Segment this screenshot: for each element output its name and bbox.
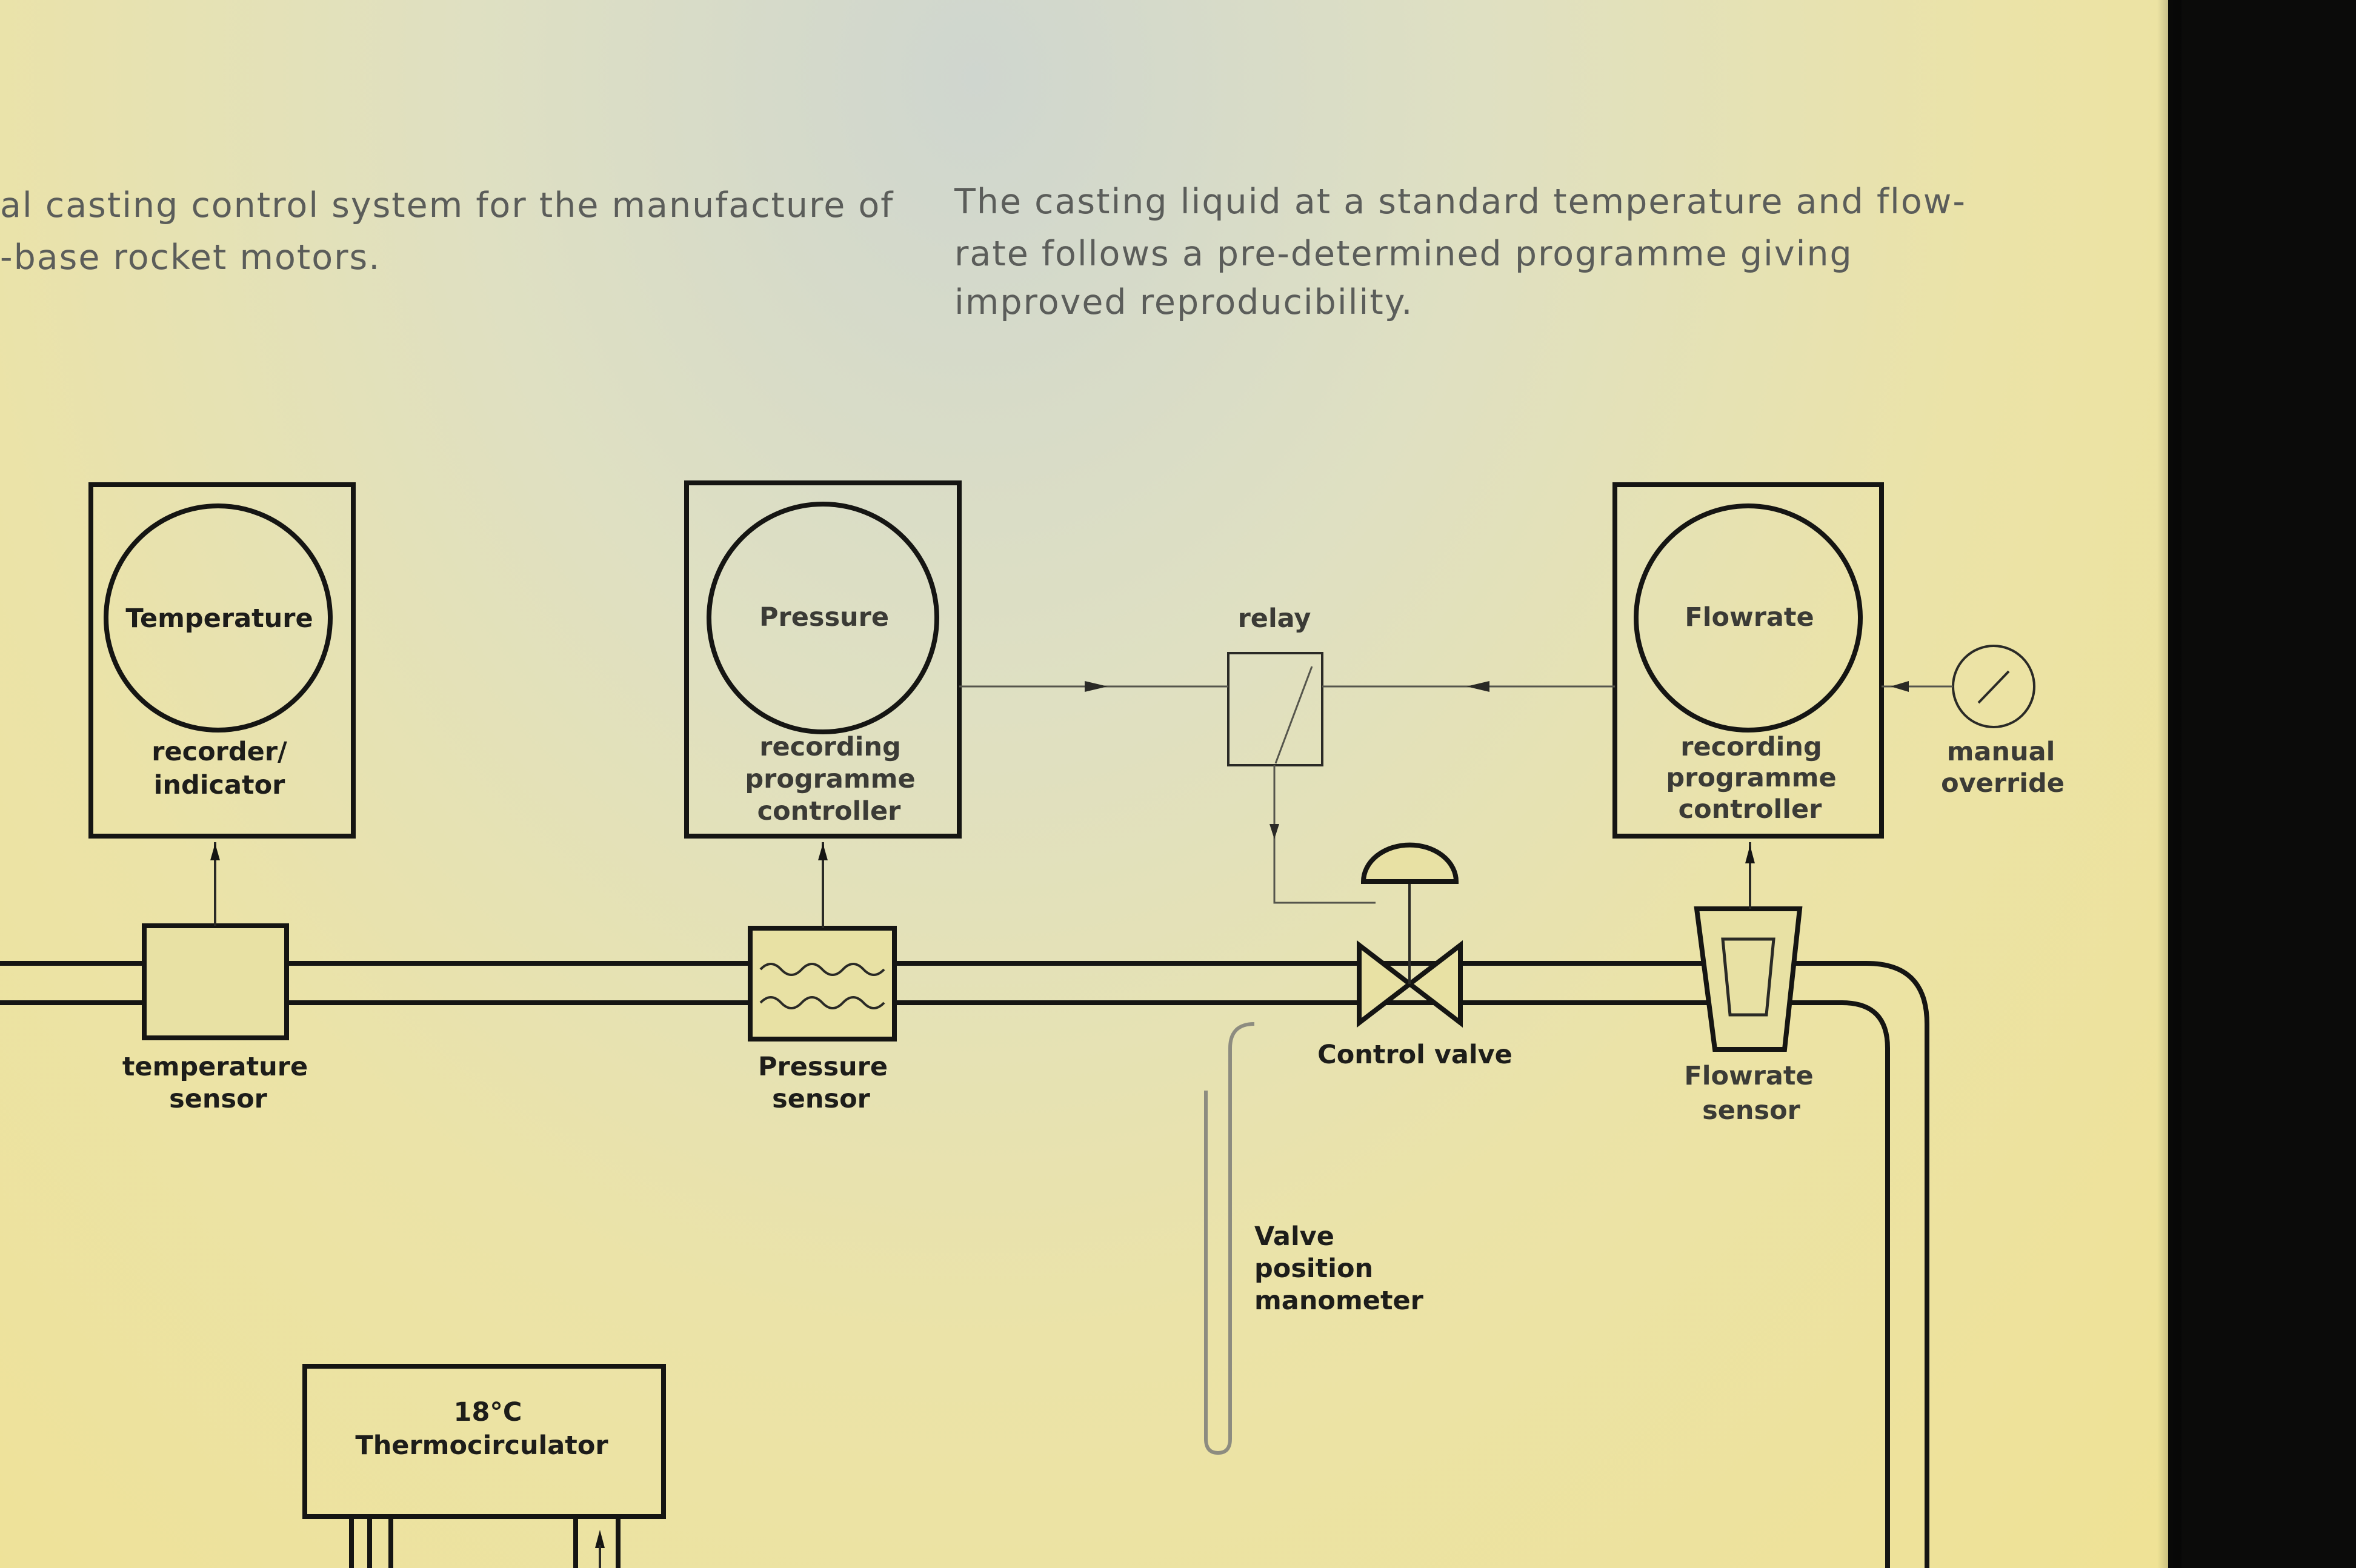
temperature-recorder-label-2: indicator xyxy=(154,770,285,800)
manual-override: manual override xyxy=(1882,645,2065,799)
signal-line-relay-valve xyxy=(1273,765,1376,904)
pressure-sensor-label-2: sensor xyxy=(772,1084,871,1114)
temperature-dial-label: Temperature xyxy=(125,603,313,634)
sheet-edge-shadow xyxy=(2157,0,2181,1568)
pressure-sensor-label-1: Pressure xyxy=(758,1052,888,1082)
manometer-label-1: Valve xyxy=(1254,1221,1334,1252)
pressure-controller-box xyxy=(684,480,962,839)
flowrate-controller: Flowrate recording programme controller xyxy=(1612,482,1884,839)
flowrate-sensor-body xyxy=(1694,906,1803,1052)
pressure-controller-label-3: controller xyxy=(757,796,902,826)
flowrate-dial-label: Flowrate xyxy=(1685,602,1814,633)
caption-left-line-1: al casting control system for the manufa… xyxy=(0,185,894,225)
flowrate-controller-box xyxy=(1612,482,1884,839)
manometer-label-3: manometer xyxy=(1254,1286,1424,1316)
pressure-sensor-wave-lower xyxy=(759,996,885,1009)
caption-right-line-3: improved reproducibility. xyxy=(954,282,1413,322)
control-valve: Control valve xyxy=(1317,842,1512,1070)
pressure-sensor-wave-upper xyxy=(759,963,885,976)
pipe-bend-outer xyxy=(1757,961,1929,1568)
arrow-relay-down xyxy=(1270,824,1279,839)
pressure-controller: Pressure recording programme controller xyxy=(684,480,962,839)
flowrate-sensor: Flowrate sensor xyxy=(1684,842,1814,1126)
pressure-dial xyxy=(707,502,939,734)
relay-contact xyxy=(1274,666,1313,764)
caption-right-line-2: rate follows a pre-determined programme … xyxy=(954,234,1853,274)
flowrate-controller-label-1: recording xyxy=(1680,732,1822,762)
pressure-sensor: Pressure sensor xyxy=(748,842,897,1114)
control-valve-label: Control valve xyxy=(1317,1040,1512,1070)
temperature-recorder-label-1: recorder/ xyxy=(151,737,287,767)
caption-right: The casting liquid at a standard tempera… xyxy=(954,182,1966,322)
temperature-recorder-box xyxy=(88,482,356,839)
pressure-controller-label-2: programme xyxy=(745,764,915,794)
temperature-sensor-box xyxy=(142,923,289,1040)
flowrate-sensor-label-2: sensor xyxy=(1702,1095,1801,1126)
relay-label: relay xyxy=(1238,603,1311,634)
temperature-signal-arrow xyxy=(210,843,220,860)
pressure-sensor-box xyxy=(748,926,897,1041)
relay: relay xyxy=(959,603,1615,904)
pipe-bend-inner xyxy=(1757,1000,1890,1568)
thermocirculator-label: Thermocirculator xyxy=(355,1430,608,1461)
photographed-sheet xyxy=(0,0,2168,1568)
caption-left: al casting control system for the manufa… xyxy=(0,185,894,277)
manometer-tube xyxy=(1204,1022,1255,1455)
control-valve-actuator xyxy=(1360,842,1459,884)
thermocirculator-loop xyxy=(388,1514,578,1568)
temperature-sensor-label-1: temperature xyxy=(122,1052,308,1082)
flowrate-sensor-label-1: Flowrate xyxy=(1684,1061,1813,1091)
temperature-sensor-label-2: sensor xyxy=(169,1084,268,1114)
flowrate-sensor-float xyxy=(1721,937,1775,1017)
relay-box xyxy=(1227,652,1323,766)
valve-position-manometer: Valve position manometer xyxy=(1204,1022,1424,1455)
caption-left-line-2: -base rocket motors. xyxy=(0,238,381,277)
arrow-to-relay-right xyxy=(1466,681,1489,692)
temperature-sensor: temperature sensor xyxy=(122,842,308,1114)
thermocirculator: 18°C Thermocirculator xyxy=(302,1364,666,1568)
manual-override-label-2: override xyxy=(1941,768,2065,799)
flowrate-signal-arrow xyxy=(1745,845,1755,863)
pressure-controller-label-1: recording xyxy=(759,732,901,762)
pressure-dial-label: Pressure xyxy=(759,602,889,633)
manual-override-needle xyxy=(1977,670,2010,704)
manometer-label-2: position xyxy=(1254,1254,1373,1284)
flowrate-dial xyxy=(1634,503,1863,733)
arrow-override xyxy=(1891,681,1909,692)
manual-override-label-1: manual xyxy=(1947,737,2055,767)
thermocirculator-arrow xyxy=(595,1530,605,1548)
flowrate-controller-label-2: programme xyxy=(1666,763,1836,793)
arrow-to-relay-left xyxy=(1085,681,1108,692)
pressure-signal-arrow xyxy=(818,843,828,860)
caption-right-line-1: The casting liquid at a standard tempera… xyxy=(954,182,1966,222)
flowrate-controller-label-3: controller xyxy=(1679,794,1823,825)
thermocirculator-temperature-label: 18°C xyxy=(454,1397,522,1427)
temperature-dial xyxy=(104,503,333,733)
temperature-recorder: Temperature recorder/ indicator xyxy=(88,482,356,839)
